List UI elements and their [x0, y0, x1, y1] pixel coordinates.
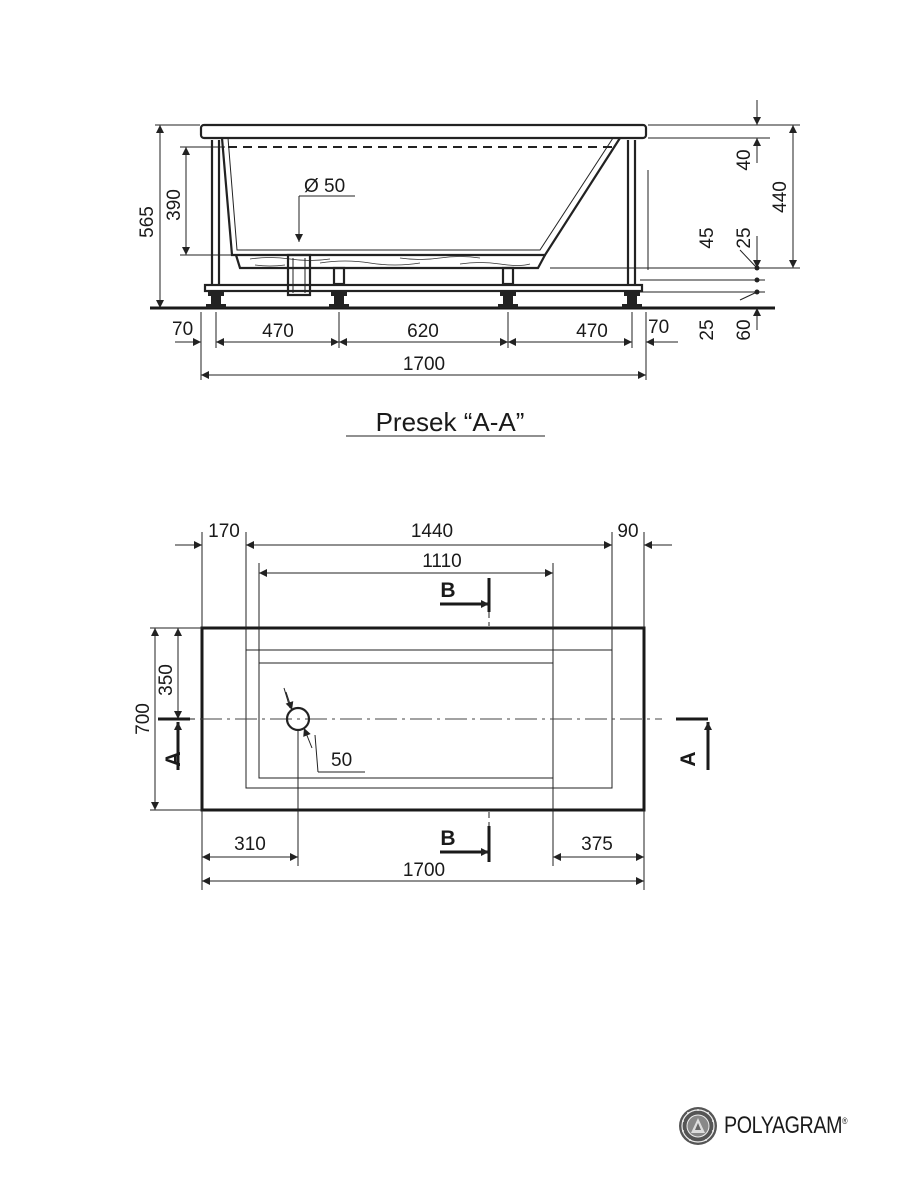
section-extension-lines — [155, 124, 800, 380]
drain-pipe — [286, 253, 312, 297]
plan-dimension-texts: 170 1440 90 1110 700 350 50 310 375 1700… — [133, 521, 700, 881]
tub-body — [220, 137, 621, 257]
tub-base — [234, 254, 546, 270]
section-cut-markers — [158, 578, 712, 862]
wood-grain — [249, 256, 531, 267]
dim-drain-50: 50 — [331, 750, 352, 771]
section-dimension-lines — [156, 100, 797, 379]
dim-25-bottom: 25 — [697, 319, 718, 340]
tub-inner-wall — [227, 137, 614, 251]
section-level-dots — [754, 265, 760, 295]
dim-565: 565 — [137, 206, 158, 238]
tub-rim — [199, 123, 648, 140]
section-dimension-texts: 565 390 Ø 50 40 440 45 25 25 60 70 470 6… — [137, 149, 791, 375]
section-title: Presek “A-A” — [376, 407, 525, 437]
dim-60: 60 — [734, 319, 755, 340]
registered-mark: ® — [842, 1116, 848, 1126]
dim-700: 700 — [133, 703, 154, 735]
dim-40: 40 — [734, 149, 755, 170]
dim-25-top: 25 — [734, 227, 755, 248]
dim-1700-plan: 1700 — [403, 860, 445, 881]
plan-dimension-lines — [151, 541, 672, 885]
section-view: 565 390 Ø 50 40 440 45 25 25 60 70 470 6… — [137, 100, 800, 437]
dim-1110: 1110 — [422, 551, 461, 572]
dim-440: 440 — [770, 181, 791, 213]
dim-470-left: 470 — [262, 321, 294, 342]
dim-375: 375 — [581, 834, 613, 855]
dim-70-left: 70 — [172, 319, 193, 340]
dim-1700-section: 1700 — [403, 354, 445, 375]
dim-350: 350 — [156, 664, 177, 696]
dim-45: 45 — [697, 227, 718, 248]
frame-rail — [203, 283, 644, 293]
dim-90: 90 — [617, 521, 638, 542]
marker-b-top: B — [440, 579, 455, 602]
brand-name: POLYAGRAM® — [724, 1112, 848, 1139]
quality-seal-icon — [679, 1107, 717, 1145]
dim-470-right: 470 — [576, 321, 608, 342]
brand-logo: POLYAGRAM® — [678, 1104, 874, 1148]
marker-a-right: A — [677, 751, 700, 766]
dim-70-right: 70 — [648, 317, 669, 338]
plan-extension-lines — [150, 532, 645, 890]
dim-170: 170 — [208, 521, 240, 542]
dim-620: 620 — [407, 321, 439, 342]
adjustable-feet — [206, 291, 642, 308]
plan-view: 170 1440 90 1110 700 350 50 310 375 1700… — [133, 521, 712, 890]
plan-bottom — [258, 662, 554, 779]
dim-310: 310 — [234, 834, 266, 855]
marker-b-bottom: B — [440, 827, 455, 850]
marker-a-left: A — [162, 751, 185, 766]
dim-1440: 1440 — [411, 521, 453, 542]
dim-390: 390 — [164, 189, 185, 221]
dim-drain-dia: Ø 50 — [304, 176, 345, 197]
